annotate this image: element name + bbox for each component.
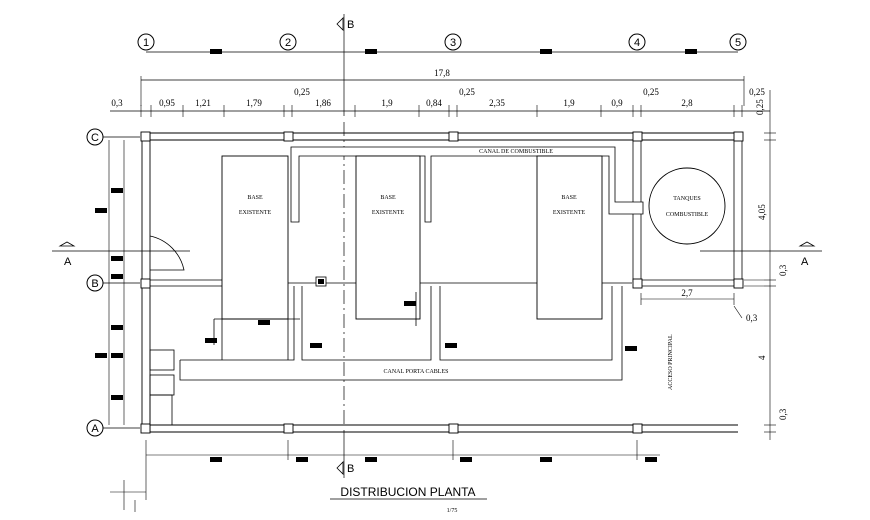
tank-width-dimension: 2,7 0,3 [640, 288, 758, 323]
svg-text:0,9: 0,9 [611, 98, 623, 108]
svg-text:C: C [91, 132, 99, 144]
svg-text:0,84: 0,84 [426, 98, 442, 108]
svg-text:BASE: BASE [247, 195, 263, 201]
axis-marker-1: 1 [137, 33, 155, 51]
axis-marker-3: 3 [444, 33, 462, 51]
svg-text:BASE: BASE [561, 195, 577, 201]
svg-text:1,9: 1,9 [381, 98, 393, 108]
svg-text:0,25: 0,25 [459, 87, 475, 97]
svg-text:4: 4 [757, 355, 767, 360]
base-3: BASE EXISTENTE [536, 155, 603, 320]
svg-text:4: 4 [634, 37, 640, 49]
drawing-scale: 1/75 [447, 508, 458, 514]
svg-text:TANQUES: TANQUES [673, 196, 701, 202]
right-dimension-chain: 0,25 4,05 0,3 4 0,3 [744, 90, 788, 440]
main-access-label: ACCESO PRINCIPAL [668, 334, 674, 390]
svg-text:0,25: 0,25 [294, 87, 310, 97]
svg-text:3: 3 [450, 37, 456, 49]
svg-text:B: B [347, 463, 354, 475]
svg-text:EXISTENTE: EXISTENTE [372, 210, 405, 216]
svg-text:B: B [347, 19, 354, 31]
svg-text:A: A [64, 256, 72, 268]
grid-axis-top: 1 2 3 4 5 [137, 33, 747, 54]
svg-text:0,25: 0,25 [755, 99, 765, 115]
svg-text:1,79: 1,79 [246, 98, 262, 108]
svg-text:1,86: 1,86 [315, 98, 331, 108]
svg-text:0,3: 0,3 [778, 408, 788, 420]
bottom-dimension-line [110, 440, 660, 512]
svg-text:1: 1 [143, 37, 149, 49]
overall-dimension: 17,8 [140, 68, 745, 106]
grid-axis-left: C B A [86, 128, 140, 437]
svg-text:0,3: 0,3 [111, 98, 123, 108]
axis-marker-4: 4 [628, 33, 646, 51]
svg-text:COMBUSTIBLE: COMBUSTIBLE [666, 212, 709, 218]
svg-text:1,21: 1,21 [195, 98, 211, 108]
svg-text:CANAL PORTA CABLES: CANAL PORTA CABLES [384, 369, 449, 375]
svg-text:A: A [91, 423, 99, 435]
svg-text:0,3: 0,3 [746, 313, 758, 323]
svg-text:BASE: BASE [380, 195, 396, 201]
section-cut-a: A A [52, 241, 822, 268]
svg-text:0,95: 0,95 [159, 98, 175, 108]
axis-marker-5: 5 [729, 33, 747, 51]
svg-text:4,05: 4,05 [757, 204, 767, 220]
svg-text:0,25: 0,25 [749, 87, 765, 97]
base-1: BASE EXISTENTE [221, 155, 289, 320]
svg-text:EXISTENTE: EXISTENTE [239, 210, 272, 216]
top-dimension-chain: 0,3 0,95 1,21 1,79 0,25 1,86 1,9 0,84 0,… [110, 87, 770, 117]
cable-channel: CANAL PORTA CABLES [179, 276, 637, 381]
drawing-title: DISTRIBUCION PLANTA [340, 485, 475, 499]
svg-text:2: 2 [285, 37, 291, 49]
svg-text:B: B [91, 278, 98, 290]
svg-text:0,3: 0,3 [778, 264, 788, 276]
svg-text:2,35: 2,35 [489, 98, 505, 108]
svg-text:A: A [801, 256, 809, 268]
building-outline [140, 131, 744, 434]
svg-text:2,7: 2,7 [681, 288, 693, 298]
svg-text:17,8: 17,8 [434, 68, 450, 78]
svg-text:EXISTENTE: EXISTENTE [553, 210, 586, 216]
svg-text:CANAL DE COMBUSTIBLE: CANAL DE COMBUSTIBLE [479, 149, 553, 155]
fuel-channel: CANAL DE COMBUSTIBLE [290, 146, 644, 223]
fuel-tank: TANQUES COMBUSTIBLE [648, 167, 726, 245]
svg-text:1,9: 1,9 [563, 98, 575, 108]
base-2: BASE EXISTENTE [355, 155, 421, 320]
svg-text:5: 5 [735, 37, 741, 49]
axis-marker-2: 2 [279, 33, 297, 51]
svg-text:0,25: 0,25 [643, 87, 659, 97]
section-cut-b: B B [336, 14, 354, 478]
drawing-title-block: DISTRIBUCION PLANTA 1/75 [330, 485, 487, 514]
svg-text:2,8: 2,8 [681, 98, 693, 108]
